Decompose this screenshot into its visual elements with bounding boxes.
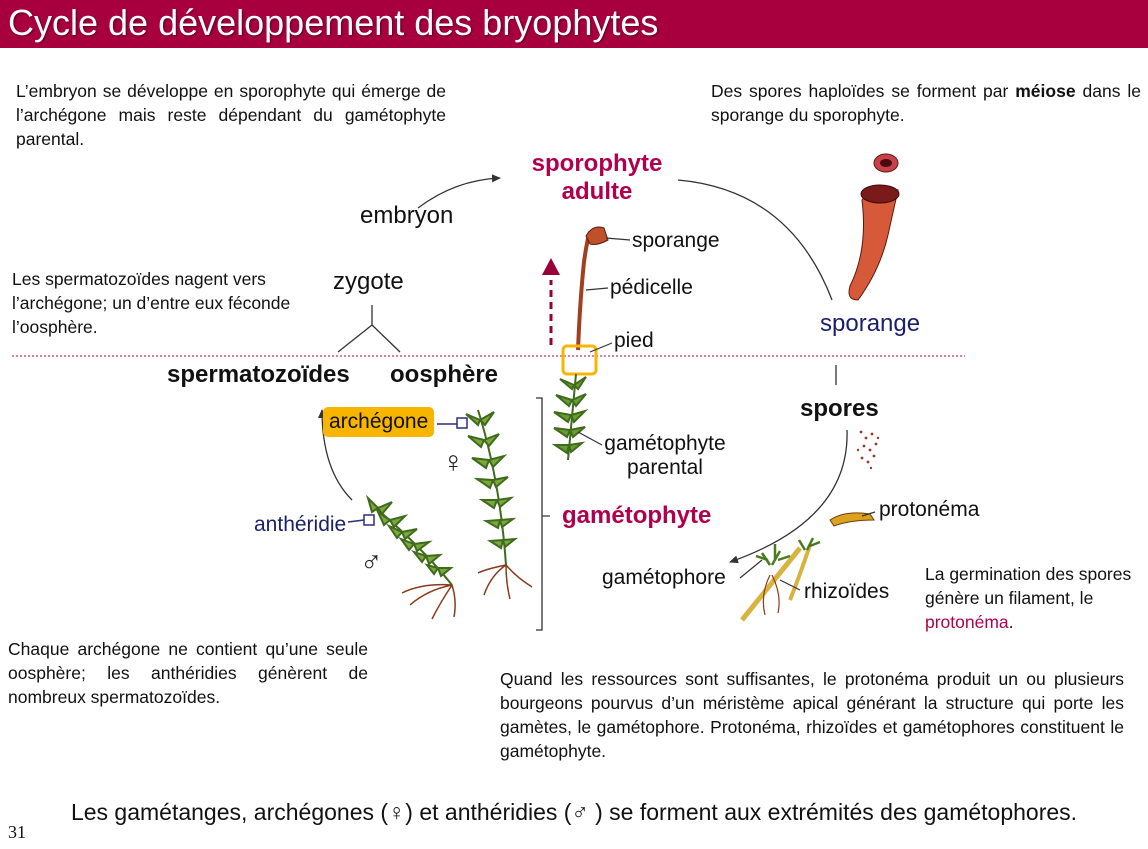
sporange-right-label: sporange [820, 310, 921, 337]
sporange-illustration [848, 153, 900, 301]
young-gametophores-illustration [740, 537, 821, 622]
sporophyte-label-line1: sporophyte [531, 150, 663, 177]
antheridie-marker [363, 514, 375, 526]
growth-arrow-head [542, 258, 560, 275]
zygote-label: zygote [333, 268, 404, 295]
meiose-keyword: méiose [1015, 81, 1076, 101]
female-symbol: ♀ [442, 446, 465, 479]
footer-summary: Les gamétanges, archégones (♀) et anthér… [70, 799, 1078, 825]
gametophyte-parental-line1: gamétophyte [604, 432, 726, 455]
pedicelle-label: pédicelle [610, 276, 693, 299]
page-number: 31 [8, 822, 26, 842]
antheridie-pointer [347, 519, 365, 523]
protonema-keyword: protonéma [925, 612, 1009, 632]
germination-note: La germination des spores génère un fila… [925, 562, 1145, 634]
male-symbol: ♂ [360, 546, 383, 579]
sporophyte-capsule [585, 226, 609, 245]
female-gametophyte-shoot [465, 409, 533, 600]
title-bar: Cycle de développement des bryophytes [0, 0, 1148, 48]
sporophyte-stalk [576, 231, 592, 351]
cycle-arrow-sporophyte-to-sporange [677, 179, 833, 301]
embryon-label: embryon [360, 202, 454, 229]
resources-protonema-note: Quand les ressources sont suffisantes, l… [500, 669, 1124, 761]
germination-note-part2: . [1008, 612, 1014, 632]
spores-meiosis-note: Des spores haploïdes se forment par méio… [711, 79, 1141, 127]
gametophyte-label: gamétophyte [562, 502, 712, 529]
rhizoides-pointer [779, 579, 801, 591]
antheridie-label: anthéridie [254, 513, 347, 536]
protonema-pointer [861, 511, 876, 517]
spermatozoides-label: spermatozoïdes [167, 361, 350, 388]
pied-highlight-box [561, 344, 598, 376]
rhizoides-label: rhizoïdes [804, 580, 890, 603]
archegone-label: archégone [323, 407, 435, 437]
spermatozoides-note: Les spermatozoïdes nagent vers l’archégo… [12, 269, 291, 337]
gametophyte-parental-label: gamétophyte parental [600, 432, 730, 480]
sporophyte-label-line2: adulte [561, 178, 633, 205]
gametophyte-parental-line2: parental [627, 456, 703, 479]
zygote-junction [337, 305, 401, 353]
gametophyte-parental-shoot [551, 373, 589, 461]
gametophyte-parental-pointer [577, 431, 603, 446]
pedicelle-pointer [585, 287, 609, 291]
page-title: Cycle de développement des bryophytes [8, 2, 659, 43]
cycle-arrow-spores-to-gametophore [729, 429, 848, 564]
spores-note-part2: dans le sporange du sporophyte. [711, 81, 1141, 125]
cycle-arrow-antheridie-to-spermatozoides [318, 409, 353, 501]
archegone-oosphere-note: Chaque archégone ne contient qu’une seul… [8, 639, 368, 707]
oosphere-label: oosphère [390, 361, 499, 388]
sporophyte-adulte-label: sporophyte adulte [530, 150, 664, 206]
cycle-arrow-embryo-to-sporophyte [417, 174, 501, 209]
sporange-label: sporange [632, 229, 720, 252]
protonema-label: protonéma [879, 498, 980, 521]
male-gametophyte-shoot [365, 494, 456, 620]
spores-note-part1: Des spores haploïdes se forment par [711, 81, 1016, 101]
sporange-pointer [605, 237, 631, 241]
gametophyte-bracket [536, 397, 550, 631]
embryo-development-note: L’embryon se développe en sporophyte qui… [16, 81, 446, 149]
pied-pointer [589, 342, 613, 353]
pied-label: pied [614, 329, 654, 352]
spores-label: spores [800, 395, 879, 422]
gametophore-label: gamétophore [602, 566, 726, 589]
gametophore-pointer [739, 559, 763, 579]
germination-note-part1: La germination des spores génère un fila… [925, 564, 1132, 608]
archegone-marker [456, 417, 468, 429]
spores-illustration [856, 430, 880, 470]
